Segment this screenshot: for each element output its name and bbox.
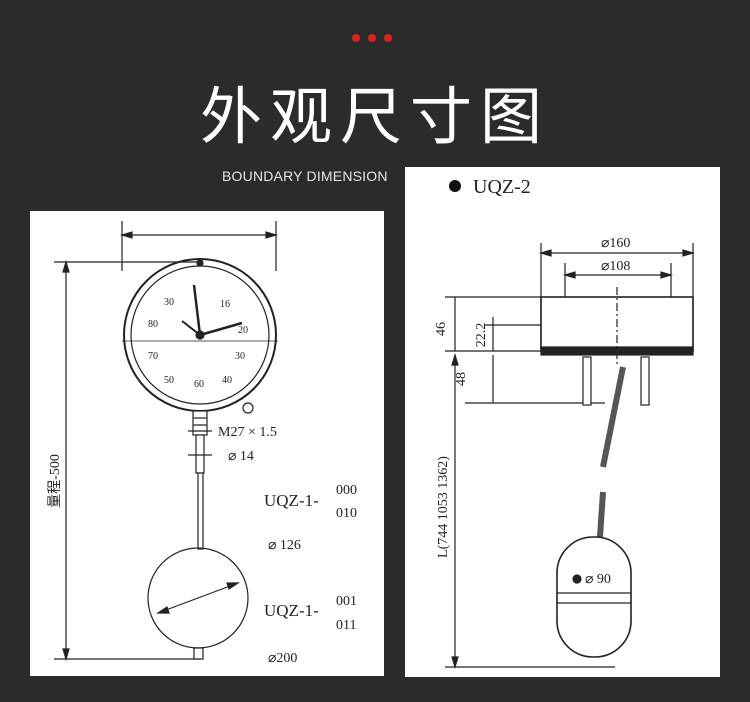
range-label: 量程-500 — [47, 454, 63, 508]
dial-number: 40 — [222, 375, 232, 386]
flange-inner-label: ⌀108 — [601, 259, 630, 274]
stem-lower — [197, 472, 204, 550]
dial-hub — [195, 330, 205, 340]
right-dimension-panel: UQZ-2 ⌀160 ⌀108 46 22.2 48 L(744 1053 13… — [405, 167, 720, 677]
arrow — [660, 271, 674, 279]
arrow — [119, 231, 133, 239]
float-diameter-label: ⌀ 90 — [585, 572, 611, 587]
dial-side-knob — [242, 402, 254, 414]
thread-label: M27 × 1.5 — [218, 425, 277, 440]
flange-outer-label: ⌀160 — [601, 236, 630, 251]
dial-number: 20 — [238, 325, 248, 336]
right-dimension-drawing: UQZ-2 ⌀160 ⌀108 46 22.2 48 L(744 1053 13… — [434, 176, 696, 670]
code-bottom-1: 001 — [336, 594, 357, 609]
dial-needle-2 — [199, 321, 243, 337]
dial-top-knob — [196, 259, 204, 267]
dot-1 — [352, 34, 360, 42]
dial-number: 70 — [148, 351, 158, 362]
decor-dots — [352, 34, 392, 42]
arrow — [226, 582, 240, 590]
arrow — [62, 259, 70, 273]
arrow — [451, 352, 459, 366]
stem-upper — [195, 434, 205, 474]
dial-numbers: 30 16 80 20 70 30 50 60 40 — [148, 297, 248, 390]
arrow — [451, 656, 459, 670]
arrow — [682, 249, 696, 257]
bullet-icon — [449, 180, 461, 192]
dial-number: 16 — [220, 299, 230, 310]
arrow — [156, 606, 170, 614]
dial-number: 80 — [148, 319, 158, 330]
tilted-stem — [600, 366, 626, 468]
guide-rod-right — [640, 356, 650, 406]
dot-2 — [368, 34, 376, 42]
arrow — [62, 648, 70, 662]
height-22-label: 22.2 — [474, 323, 489, 348]
stem-diameter-label: ⌀ 14 — [228, 449, 254, 464]
code-top-1: 000 — [336, 483, 357, 498]
page-subtitle: BOUNDARY DIMENSION — [222, 168, 388, 184]
float-diameter-line — [157, 582, 239, 614]
float-bottom-nut — [193, 647, 204, 660]
float-mark — [572, 574, 582, 584]
float-capsule — [556, 536, 632, 658]
dial-number: 30 — [164, 297, 174, 308]
height-48-label: 48 — [454, 372, 469, 386]
dial-number: 60 — [194, 379, 204, 390]
dial-number: 50 — [164, 375, 174, 386]
dot-3 — [384, 34, 392, 42]
left-dimension-panel: 量程-500 30 16 80 20 70 30 50 60 40 M27 × … — [30, 211, 384, 676]
model-bottom: UQZ-1- — [264, 601, 319, 620]
page-title: 外观尺寸图 — [199, 80, 550, 153]
left-dimension-drawing: 量程-500 30 16 80 20 70 30 50 60 40 M27 × … — [47, 221, 357, 666]
float-small-label: ⌀ 126 — [268, 538, 301, 553]
guide-rod-left — [582, 356, 592, 406]
float-stem — [597, 491, 606, 538]
arrow — [562, 271, 576, 279]
dial-needle-1 — [192, 284, 202, 336]
arrow — [538, 249, 552, 257]
model-title: UQZ-2 — [473, 176, 531, 198]
dial-number: 30 — [235, 351, 245, 362]
float-large-label: ⌀200 — [268, 651, 297, 666]
code-bottom-2: 011 — [336, 618, 356, 633]
height-46-label: 46 — [434, 322, 449, 336]
length-label: L(744 1053 1362) — [436, 456, 451, 558]
model-top: UQZ-1- — [264, 491, 319, 510]
code-top-2: 010 — [336, 506, 357, 521]
arrow — [265, 231, 279, 239]
